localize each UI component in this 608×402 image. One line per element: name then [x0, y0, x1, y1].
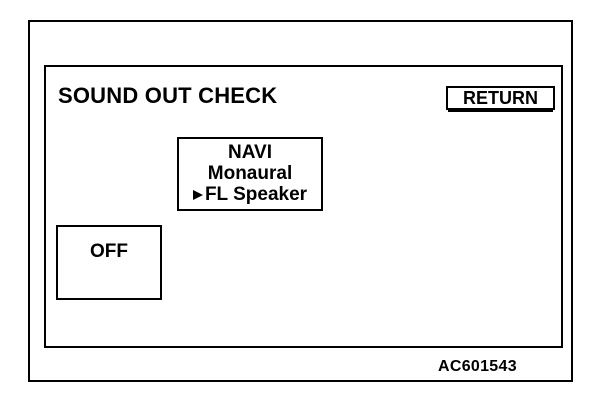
off-button[interactable]: OFF — [56, 225, 162, 300]
figure-code: AC601543 — [438, 358, 517, 375]
page-title: SOUND OUT CHECK — [58, 83, 278, 108]
triangle-right-icon — [192, 189, 203, 200]
sound-output-selector[interactable]: NAVI Monaural FL Speaker — [177, 137, 323, 211]
display-screen: SOUND OUT CHECK RETURN NAVI Monaural FL … — [44, 65, 563, 348]
speaker-label: FL Speaker — [204, 184, 308, 205]
mode-label: Monaural — [207, 163, 293, 184]
speaker-option[interactable]: FL Speaker — [179, 184, 321, 205]
return-button[interactable]: RETURN — [446, 86, 555, 112]
figure-frame — [28, 20, 573, 382]
source-label: NAVI — [228, 142, 272, 163]
